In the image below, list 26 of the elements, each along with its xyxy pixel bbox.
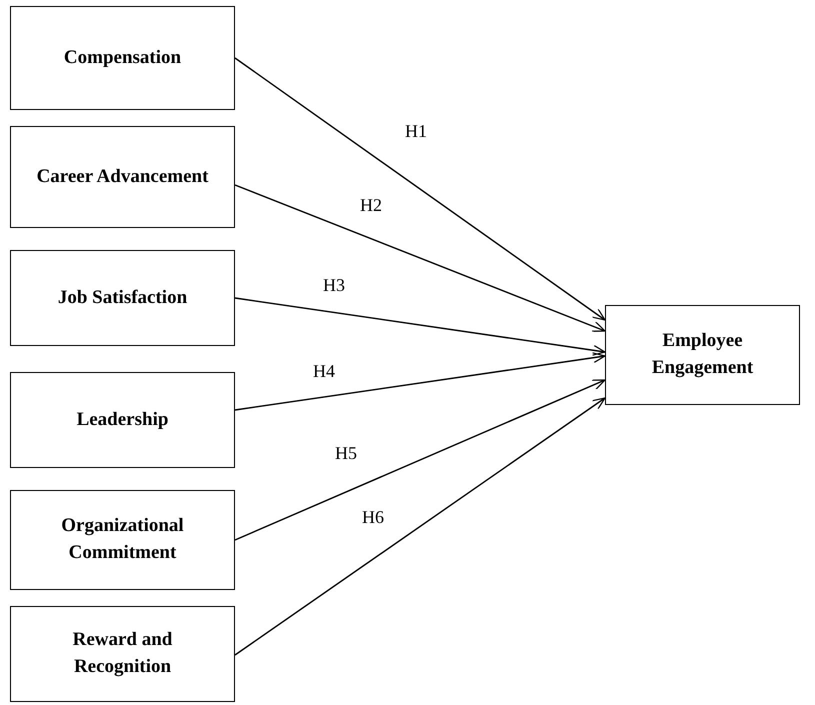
variable-box [10,372,235,468]
variable-label: Employee Engagement [650,329,754,380]
variable-label: Leadership [76,408,168,432]
arrow [234,184,606,332]
arrow [234,57,606,321]
edge-label: H2 [360,195,382,216]
variable-label: Compensation [64,46,182,70]
variable-box [10,490,235,590]
arrow [234,379,606,541]
edge-label: H3 [323,275,345,296]
variable-label: Career Advancement [36,164,208,189]
variable-box [10,6,235,110]
arrow [234,297,606,356]
arrow [234,397,606,656]
variable-box [10,250,235,346]
variable-label: Job Satisfaction [58,286,188,310]
variable-label: Organizational Commitment [60,514,185,565]
variable-box [10,126,235,228]
edge-label: H5 [335,443,357,464]
edge-label: H6 [362,507,384,528]
arrow [234,352,606,411]
edge-label: H4 [313,361,335,382]
variable-box [605,305,800,405]
edge-label: H1 [405,121,427,142]
variable-box [10,606,235,702]
variable-label: Reward and Recognition [72,628,174,679]
